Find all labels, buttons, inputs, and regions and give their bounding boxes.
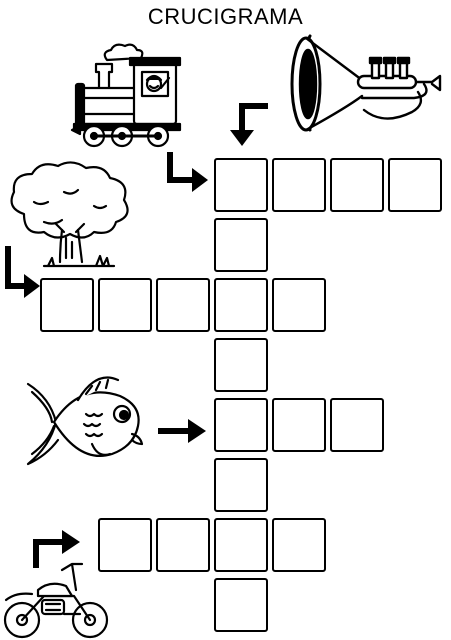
crossword-cell[interactable]	[214, 218, 268, 272]
train-icon	[70, 43, 182, 148]
crossword-cell[interactable]	[40, 278, 94, 332]
trumpet-icon	[290, 34, 442, 132]
crossword-cell[interactable]	[98, 278, 152, 332]
arrow-train-icon	[167, 152, 208, 192]
fish-icon	[26, 376, 144, 466]
crossword-cell[interactable]	[214, 578, 268, 632]
crossword-cell[interactable]	[214, 518, 268, 572]
crossword-cell[interactable]	[330, 158, 384, 212]
arrow-tree-icon	[5, 246, 40, 298]
crossword-cell[interactable]	[214, 398, 268, 452]
crossword-cell[interactable]	[330, 398, 384, 452]
crossword-cell[interactable]	[214, 458, 268, 512]
crossword-cell[interactable]	[214, 338, 268, 392]
crossword-cell[interactable]	[98, 518, 152, 572]
crossword-cell[interactable]	[272, 158, 326, 212]
tree-icon	[10, 161, 129, 268]
crossword-cell[interactable]	[388, 158, 442, 212]
crossword-cell[interactable]	[214, 158, 268, 212]
crossword-cell[interactable]	[272, 518, 326, 572]
page-title: CRUCIGRAMA	[147, 4, 304, 29]
arrow-fish-icon	[158, 419, 206, 443]
motorcycle-icon	[3, 562, 109, 639]
arrow-motorcycle-icon	[33, 530, 80, 568]
arrow-trumpet-icon	[230, 103, 268, 146]
crossword-cell[interactable]	[214, 278, 268, 332]
crossword-cell[interactable]	[272, 278, 326, 332]
crossword-cell[interactable]	[156, 518, 210, 572]
crossword-cell[interactable]	[272, 398, 326, 452]
crossword-cell[interactable]	[156, 278, 210, 332]
